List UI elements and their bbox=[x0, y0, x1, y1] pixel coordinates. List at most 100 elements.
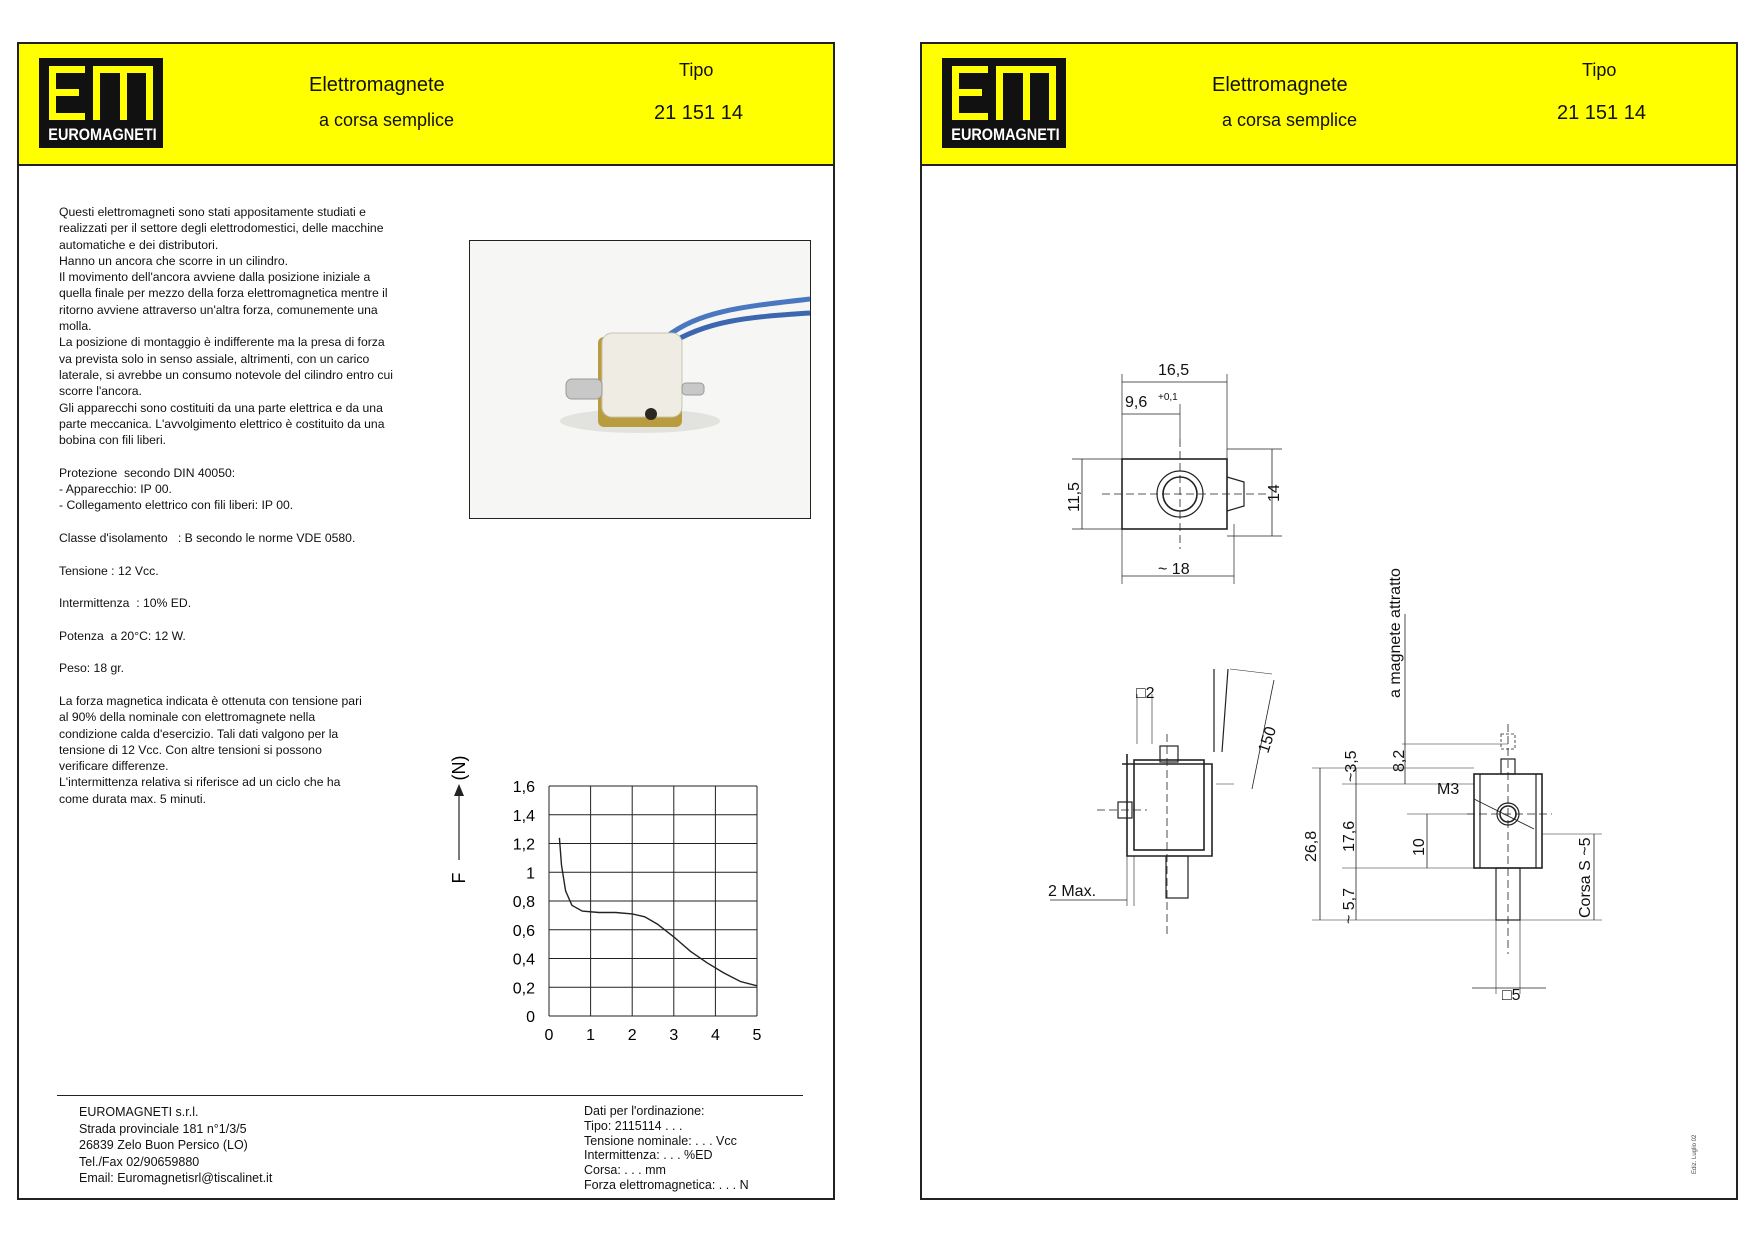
x-tick-label: 5 bbox=[753, 1027, 762, 1044]
y-axis-arrowhead bbox=[454, 784, 464, 796]
datasheet-page-left: EUROMAGNETI Elettromagnete a corsa sempl… bbox=[17, 42, 835, 1200]
dim-18: ~ 18 bbox=[1158, 561, 1190, 578]
description-line: quella finale per mezzo della forza elet… bbox=[59, 286, 388, 301]
address-line: EUROMAGNETI s.r.l. bbox=[79, 1105, 199, 1119]
dimension-labels: 16,5 9,6 +0,1 11,5 14 ~ 18 □2 150 2 Max.… bbox=[1048, 362, 1594, 1004]
tipo-label: Tipo bbox=[1582, 60, 1617, 80]
euromagneti-logo: EUROMAGNETI bbox=[942, 58, 1066, 148]
dim-square-5: □5 bbox=[1502, 987, 1521, 1004]
ordering-line: Tensione nominale: . . . Vcc bbox=[584, 1133, 737, 1148]
y-tick-label: 0,4 bbox=[513, 952, 535, 969]
em-logo-mark bbox=[49, 66, 153, 120]
description-line bbox=[59, 448, 439, 464]
description-line: verificare differenze. bbox=[59, 759, 169, 774]
dim-m3: M3 bbox=[1437, 781, 1459, 798]
description-line bbox=[59, 579, 439, 595]
description-line: al 90% della nominale con elettromagnete… bbox=[59, 710, 316, 725]
address-line: Strada provinciale 181 n°1/3/5 bbox=[79, 1121, 247, 1136]
technical-drawing: 16,5 9,6 +0,1 11,5 14 ~ 18 □2 150 2 Max.… bbox=[1048, 362, 1602, 1004]
description-line: Gli apparecchi sono costituiti da una pa… bbox=[59, 400, 383, 415]
y-tick-label: 0 bbox=[526, 1009, 535, 1026]
description-line: - Apparecchio: IP 00. bbox=[59, 482, 172, 497]
description-line: Classe d'isolamento : B secondo le norme… bbox=[59, 530, 356, 545]
y-tick-label: 1,2 bbox=[513, 837, 535, 854]
em-logo-mark bbox=[952, 66, 1056, 120]
dim-16-5: 16,5 bbox=[1158, 362, 1189, 379]
description-line: Il movimento dell'ancora avviene dalla p… bbox=[59, 270, 371, 285]
label-corsa: Corsa S ~5 bbox=[1577, 837, 1594, 918]
euromagneti-logo: EUROMAGNETI bbox=[39, 58, 163, 148]
description-line: molla. bbox=[59, 319, 92, 334]
product-subtitle: a corsa semplice bbox=[319, 110, 455, 130]
y-tick-label: 1 bbox=[526, 865, 535, 882]
address-line: Email: Euromagnetisrl@tiscalinet.it bbox=[79, 1171, 273, 1185]
force-curve bbox=[558, 837, 758, 987]
front-view bbox=[1312, 614, 1602, 994]
dim-5-7: ~ 5,7 bbox=[1341, 888, 1358, 924]
ordering-line: Forza elettromagnetica: . . . N bbox=[584, 1177, 749, 1192]
dim-17-6: 17,6 bbox=[1341, 821, 1358, 852]
description-line: Tensione : 12 Vcc. bbox=[59, 563, 159, 578]
side-view bbox=[1050, 668, 1275, 934]
description-line: realizzati per il settore degli elettrod… bbox=[59, 221, 384, 236]
description-line: Questi elettromagneti sono stati apposit… bbox=[59, 205, 366, 219]
description-line bbox=[59, 514, 439, 530]
description-line bbox=[59, 644, 439, 660]
company-address: EUROMAGNETI s.r.l. Strada provinciale 181… bbox=[79, 1104, 272, 1187]
description-line bbox=[59, 546, 439, 562]
footer-divider bbox=[57, 1095, 803, 1096]
tipo-code: 21 151 14 bbox=[1557, 102, 1646, 124]
description-line: Peso: 18 gr. bbox=[59, 661, 125, 676]
product-title: Elettromagnete bbox=[309, 74, 445, 96]
header-band: EUROMAGNETI Elettromagnete a corsa sempl… bbox=[922, 44, 1736, 166]
edition-note: Ediz. Luglio 02 bbox=[1692, 1134, 1698, 1174]
description-line: tensione di 12 Vcc. Con altre tensioni s… bbox=[59, 742, 322, 757]
dim-8-2: 8,2 bbox=[1391, 750, 1408, 772]
ordering-line: Tipo: 2115114 . . . bbox=[584, 1118, 683, 1133]
description-line: Protezione secondo DIN 40050: bbox=[59, 465, 236, 480]
brand-name: EUROMAGNETI bbox=[48, 125, 157, 144]
description-line: L'intermittenza relativa si riferisce ad… bbox=[59, 775, 341, 790]
product-photo bbox=[469, 240, 811, 519]
ordering-line: Intermittenza: . . . %ED bbox=[584, 1148, 713, 1163]
y-tick-label: 0,6 bbox=[513, 923, 535, 940]
dim-11-5: 11,5 bbox=[1066, 482, 1083, 512]
description-line: come durata max. 5 minuti. bbox=[59, 791, 206, 806]
x-tick-label: 4 bbox=[711, 1027, 720, 1044]
description-line: automatiche e dei distributori. bbox=[59, 237, 219, 252]
dim-2-max: 2 Max. bbox=[1048, 883, 1096, 900]
ordering-line: Corsa: . . . mm bbox=[584, 1163, 666, 1178]
description-line: va prevista solo in senso assiale, altri… bbox=[59, 351, 370, 366]
description-line: scorre l'ancora. bbox=[59, 384, 142, 399]
dim-3-5: ~3,5 bbox=[1343, 750, 1360, 782]
description-line: parte meccanica. L'avvolgimento elettric… bbox=[59, 416, 385, 431]
label-magnete-attratto: a magnete attratto bbox=[1387, 568, 1404, 698]
y-tick-label: 0,8 bbox=[513, 894, 535, 911]
dim-10: 10 bbox=[1411, 838, 1428, 856]
description-text: Questi elettromagneti sono stati apposit… bbox=[59, 204, 439, 807]
x-tick-label: 1 bbox=[586, 1027, 595, 1044]
dim-square-2: □2 bbox=[1136, 685, 1155, 702]
ordering-info: Dati per l'ordinazione:Tipo: 2115114 . .… bbox=[584, 1104, 749, 1193]
tipo-label: Tipo bbox=[679, 60, 714, 80]
dim-26-8: 26,8 bbox=[1303, 831, 1320, 862]
y-axis-unit: (N) bbox=[449, 756, 469, 781]
y-tick-label: 1,6 bbox=[513, 779, 535, 796]
datasheet-page-right: EUROMAGNETI Elettromagnete a corsa sempl… bbox=[920, 42, 1738, 1200]
description-line: Hanno un ancora che scorre in un cilindr… bbox=[59, 253, 288, 268]
description-line: La posizione di montaggio è indifferente… bbox=[59, 335, 385, 350]
address-line: 26839 Zelo Buon Persico (LO) bbox=[79, 1138, 248, 1152]
description-line: laterale, si avrebbe un consumo notevole… bbox=[59, 367, 393, 382]
description-line: Potenza a 20°C: 12 W. bbox=[59, 628, 186, 643]
description-line: ritorno avviene attraverso un'altra forz… bbox=[59, 302, 378, 317]
header-band: EUROMAGNETI Elettromagnete a corsa sempl… bbox=[19, 44, 833, 166]
description-line: - Collegamento elettrico con fili liberi… bbox=[59, 498, 294, 513]
description-line: bobina con fili liberi. bbox=[59, 433, 167, 448]
dim-9-6: 9,6 bbox=[1125, 394, 1147, 411]
y-axis-label: F bbox=[449, 873, 469, 884]
y-tick-label: 0,2 bbox=[513, 980, 535, 997]
dim-150: 150 bbox=[1256, 724, 1280, 755]
description-line bbox=[59, 611, 439, 627]
top-view bbox=[1072, 374, 1282, 584]
